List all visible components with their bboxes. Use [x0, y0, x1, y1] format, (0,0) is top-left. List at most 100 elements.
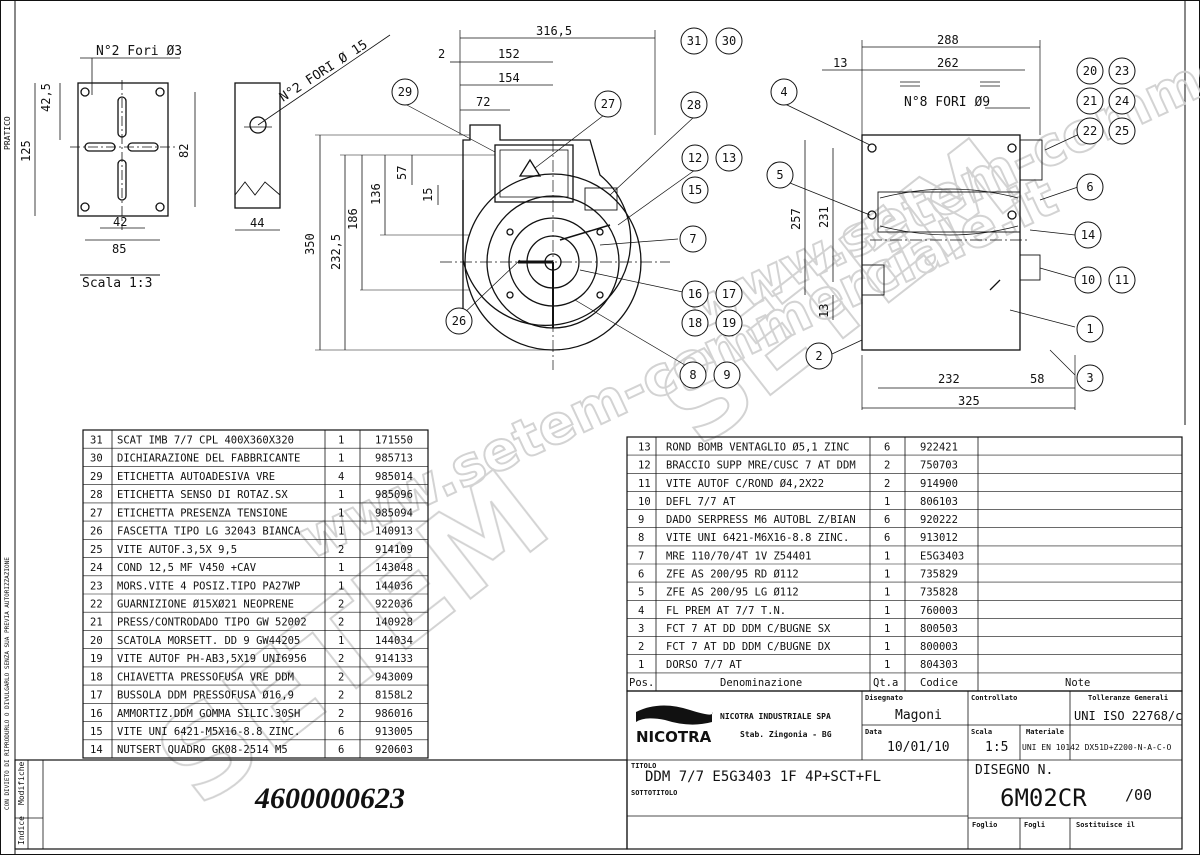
balloon-3	[1076, 364, 1104, 392]
right-row-1-qty: 1	[884, 659, 890, 671]
balloon-29-label: 29	[398, 85, 412, 99]
dim-42: 42	[113, 215, 127, 229]
dim-44: 44	[250, 216, 264, 230]
dim-136: 136	[369, 183, 383, 205]
left-row-31-desc: SCAT IMB 7/7 CPL 400X360X320	[117, 435, 294, 447]
balloon-16-label: 16	[688, 287, 702, 301]
balloon-6-label: 6	[1086, 180, 1093, 194]
header-pos: Pos.	[629, 677, 654, 689]
dim-42-5: 42,5	[39, 83, 53, 112]
right-row-3-qty: 1	[884, 623, 890, 635]
right-row-7-code: E5G3403	[920, 550, 964, 562]
balloon-1	[1076, 315, 1104, 343]
balloon-30	[715, 27, 743, 55]
plant-name: Stab. Zingonia - BG	[740, 729, 832, 739]
dim-231: 231	[817, 206, 831, 228]
nicotra-logo: NICOTRA	[636, 705, 713, 746]
terminal-holes-label: N°2 Fori Ø3	[96, 44, 182, 59]
right-row-11-pos: 11	[638, 478, 651, 490]
balloon-26	[445, 307, 473, 335]
left-row-30-code: 985713	[375, 453, 413, 465]
balloon-10-label: 10	[1081, 273, 1095, 287]
balloon-4-label: 4	[780, 85, 787, 99]
right-row-7-qty: 1	[884, 550, 890, 562]
left-row-26-pos: 26	[90, 526, 103, 538]
balloon-29	[391, 78, 419, 106]
left-row-26-desc: FASCETTA TIPO LG 32043 BIANCA	[117, 526, 301, 538]
left-row-24-qty: 1	[338, 562, 344, 574]
balloon-2-label: 2	[815, 349, 822, 363]
right-row-4-desc: FL PREM AT 7/7 T.N.	[666, 605, 786, 617]
right-row-3-pos: 3	[638, 623, 644, 635]
left-row-29-qty: 4	[338, 471, 344, 483]
right-row-5-code: 735828	[920, 587, 958, 599]
left-row-17-pos: 17	[90, 690, 103, 702]
left-row-17-desc: BUSSOLA DDM PRESSOFUSA Ø16,9	[117, 690, 294, 702]
right-row-8-pos: 8	[638, 532, 644, 544]
left-row-16-desc: AMMORTIZ.DDM GOMMA SILIC.30SH	[117, 708, 300, 720]
left-row-20-desc: SCATOLA MORSETT. DD 9 GW44205	[117, 635, 300, 647]
balloon-22-label: 22	[1083, 124, 1097, 138]
balloon-7-label: 7	[689, 232, 696, 246]
right-row-6-desc: ZFE AS 200/95 RD Ø112	[666, 568, 799, 580]
left-row-29-pos: 29	[90, 471, 103, 483]
drawing-no-label: DISEGNO N.	[975, 763, 1053, 778]
right-row-7-pos: 7	[638, 550, 644, 562]
right-row-13-pos: 13	[638, 442, 651, 454]
balloon-24	[1108, 87, 1136, 115]
right-row-2-desc: FCT 7 AT DD DDM C/BUGNE DX	[666, 641, 831, 653]
date-label: Data	[865, 728, 882, 736]
balloon-19	[715, 309, 743, 337]
left-row-14-pos: 14	[90, 744, 103, 756]
balloon-23-label: 23	[1115, 64, 1129, 78]
balloon-17	[715, 280, 743, 308]
dim-13-bottom: 13	[817, 304, 831, 318]
left-row-17-code: 8158L2	[375, 690, 413, 702]
dim-82: 82	[177, 144, 191, 158]
balloon-28-label: 28	[687, 98, 701, 112]
balloon-20-label: 20	[1083, 64, 1097, 78]
right-row-10-code: 806103	[920, 496, 958, 508]
balloon-18	[681, 309, 709, 337]
balloon-7	[679, 225, 707, 253]
replaces-label: Sostituisce il	[1076, 821, 1135, 829]
right-row-11-qty: 2	[884, 478, 890, 490]
left-row-17-qty: 2	[338, 690, 344, 702]
left-row-28-code: 985096	[375, 489, 413, 501]
scale-label: Scala 1:3	[82, 276, 152, 291]
left-row-30-desc: DICHIARAZIONE DEL FABBRICANTE	[117, 453, 300, 465]
balloon-27	[594, 90, 622, 118]
left-row-23-qty: 1	[338, 580, 344, 592]
balloon-16	[681, 280, 709, 308]
dim-232: 232	[938, 372, 960, 386]
balloon-21	[1076, 87, 1104, 115]
right-row-5-desc: ZFE AS 200/95 LG Ø112	[666, 587, 799, 599]
left-row-20-pos: 20	[90, 635, 103, 647]
balloon-9-label: 9	[723, 368, 730, 382]
drawing-title: DDM 7/7 E5G3403 1F 4P+SCT+FL	[645, 769, 881, 785]
right-row-10-desc: DEFL 7/7 AT	[666, 496, 736, 508]
left-row-14-qty: 6	[338, 744, 344, 756]
left-row-18-qty: 2	[338, 671, 344, 683]
dim-316-5: 316,5	[536, 24, 572, 38]
tolerance-value: UNI ISO 22768/c	[1074, 709, 1182, 723]
tolerance-label: Tolleranze Generali	[1088, 694, 1168, 702]
balloon-24-label: 24	[1115, 94, 1129, 108]
header-codice: Codice	[920, 677, 958, 689]
left-row-24-desc: COND 12,5 MF V450 +CAV	[117, 562, 257, 574]
left-row-19-code: 914133	[375, 653, 413, 665]
balloon-27-label: 27	[601, 97, 615, 111]
modifiche-label: Modifiche	[17, 761, 26, 805]
balloon-5	[766, 161, 794, 189]
header-denominazione: Denominazione	[720, 677, 802, 689]
left-row-29-code: 985014	[375, 471, 413, 483]
balloon-13	[715, 144, 743, 172]
right-row-6-code: 735829	[920, 568, 958, 580]
left-row-27-desc: ETICHETTA PRESENZA TENSIONE	[117, 507, 288, 519]
left-row-25-desc: VITE AUTOF.3,5X 9,5	[117, 544, 237, 556]
left-row-26-qty: 1	[338, 526, 344, 538]
pratico-label: PRATICO	[3, 116, 12, 150]
right-row-13-code: 922421	[920, 442, 958, 454]
